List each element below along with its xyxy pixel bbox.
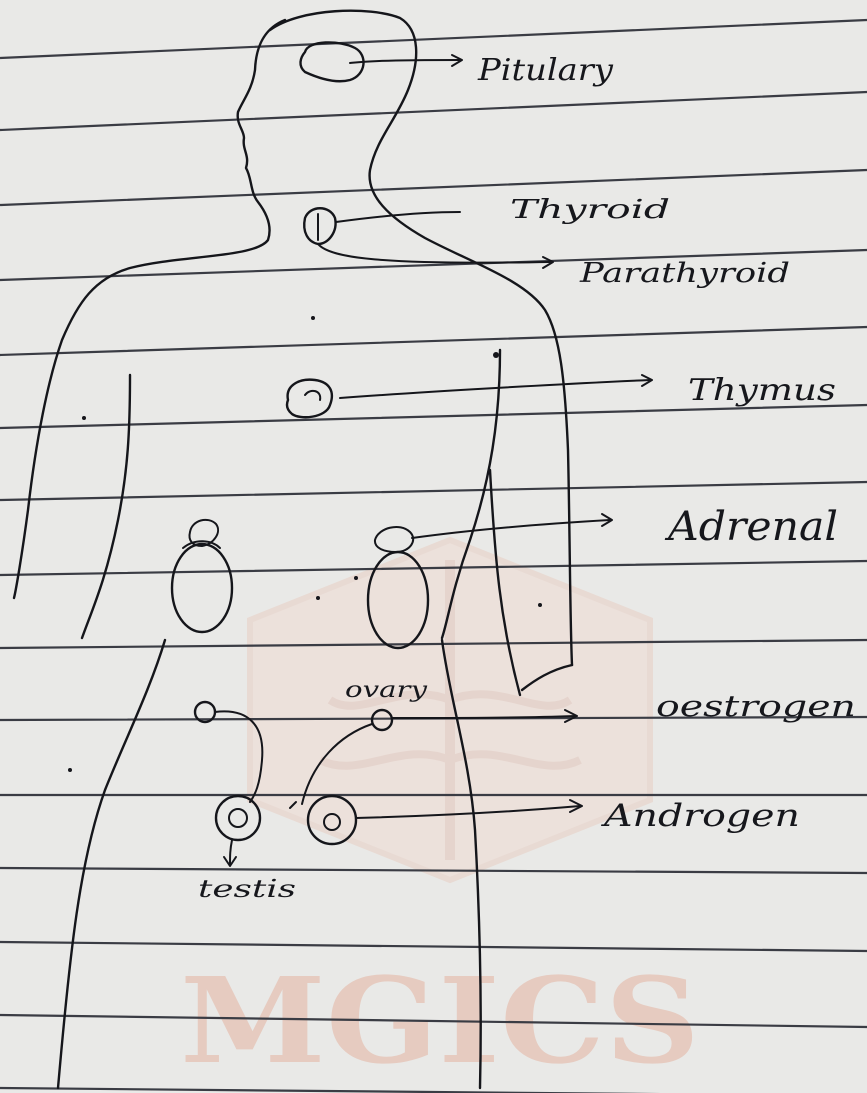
thyroid-gland: Thyroid xyxy=(304,195,670,244)
testis-label: testis xyxy=(198,875,296,903)
left-kidney-adrenal xyxy=(172,520,232,632)
pituitary-gland: Pitulary xyxy=(300,42,614,88)
thyroid-label: Thyroid xyxy=(510,195,670,225)
ovary-label: ovary xyxy=(345,678,428,703)
parathyroid-label: Parathyroid xyxy=(579,258,790,289)
body-outline xyxy=(14,11,572,1088)
adrenal-label: Adrenal xyxy=(664,504,838,550)
pituitary-label: Pitulary xyxy=(477,53,614,88)
oestrogen-label: oestrogen xyxy=(656,689,856,723)
thymus-gland: Thymus xyxy=(287,373,836,417)
thymus-label: Thymus xyxy=(688,373,836,408)
androgen-label: Androgen xyxy=(600,798,800,834)
